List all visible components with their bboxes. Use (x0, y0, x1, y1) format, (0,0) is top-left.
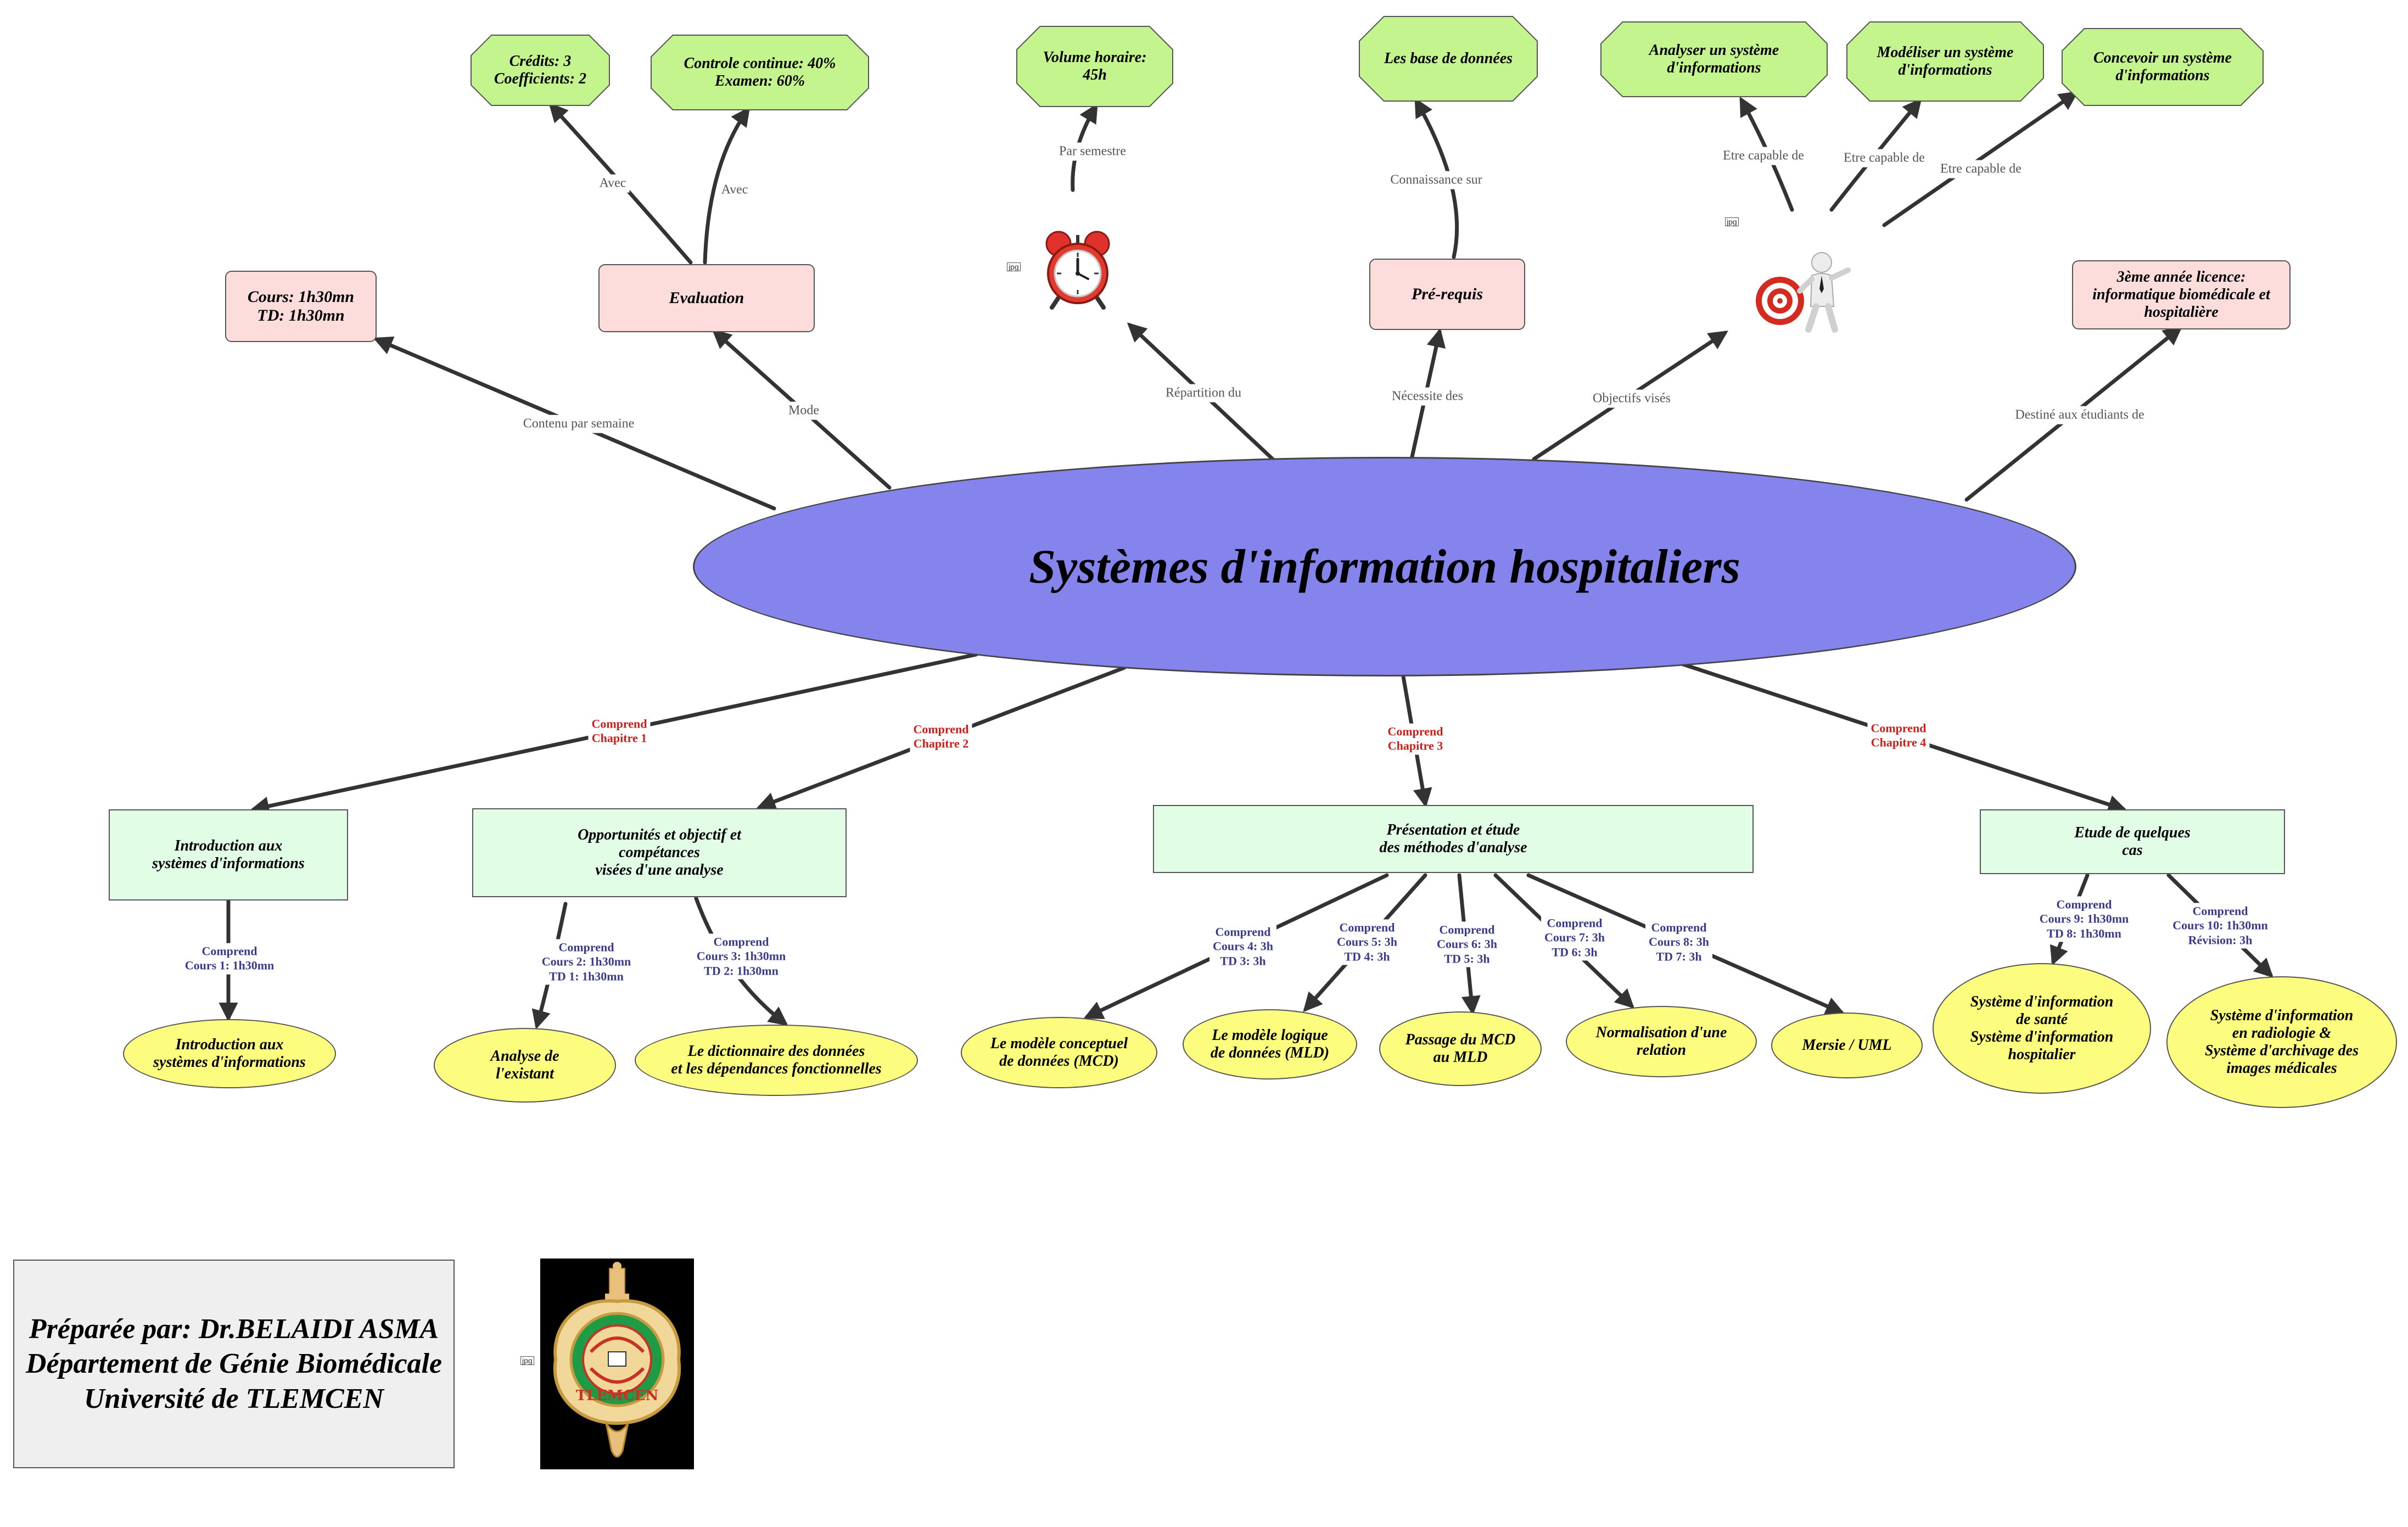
analyse-octagon[interactable]: Analyser un système d'informations (1649, 42, 1779, 76)
chapter-1-box[interactable]: Introduction aux systèmes d'informations (109, 809, 348, 900)
link-label-course-7: Comprend Cours 7: 3h TD 6: 3h (1541, 915, 1609, 961)
link-label-chapter-4: Comprend Chapitre 4 (1867, 720, 1930, 752)
weekly-content-box[interactable]: Cours: 1h30mn TD: 1h30mn (225, 271, 377, 342)
chapter-2-box[interactable]: Opportunités et objectif et compétances … (472, 808, 847, 897)
link-label-necessite: Nécessite des (1388, 387, 1466, 406)
university-seal-icon: TLEMCEN (540, 1258, 694, 1469)
link-label-course-5: Comprend Cours 5: 3h TD 4: 3h (1333, 919, 1401, 965)
course-7-ellipse[interactable]: Normalisation d'une relation (1566, 1006, 1757, 1077)
link-label-par-semestre: Par semestre (1056, 142, 1129, 161)
target-person-icon (1756, 252, 1851, 333)
link-label-capable-2: Etre capable de (1840, 149, 1928, 167)
audience-box[interactable]: 3ème année licence: informatique biomédi… (2072, 260, 2291, 329)
image-tag-clock: jpg (1007, 262, 1021, 271)
image-tag-logo: jpg (520, 1356, 534, 1365)
link-label-course-2: Comprend Cours 2: 1h30mn TD 1: 1h30mn (538, 939, 635, 985)
modelise-octagon[interactable]: Modéliser un système d'informations (1877, 44, 2014, 79)
volume-octagon-shape (1016, 26, 1173, 107)
link-label-course-10: Comprend Cours 10: 1h30mn Révision: 3h (2169, 903, 2271, 949)
modelise-octagon-shape (1846, 21, 2044, 102)
link-label-course-4: Comprend Cours 4: 3h TD 3: 3h (1209, 924, 1277, 970)
link-label-repartition: Répartition du (1162, 384, 1245, 402)
link-label-connaissance: Connaissance sur (1387, 171, 1486, 189)
edge-capable-3 (1882, 91, 2079, 227)
link-label-capable-1: Etre capable de (1720, 147, 1807, 165)
chapter-3-box[interactable]: Présentation et étude des méthodes d'ana… (1153, 805, 1754, 873)
course-5-ellipse[interactable]: Le modèle logique de données (MLD) (1183, 1009, 1357, 1079)
link-label-contenu: Contenu par semaine (519, 415, 638, 433)
concevoir-octagon-shape (2062, 28, 2264, 106)
course-1-ellipse[interactable]: Introduction aux systèmes d'informations (123, 1019, 336, 1088)
course-9-ellipse[interactable]: Système d'information de santé Système d… (1933, 963, 2151, 1094)
alarm-clock-icon (1045, 231, 1110, 310)
central-topic[interactable]: Systèmes d'information hospitaliers (693, 457, 2076, 676)
course-4-ellipse[interactable]: Le modèle conceptuel de données (MCD) (961, 1017, 1157, 1088)
link-label-avec-1: Avec (596, 174, 630, 193)
link-label-chapter-3: Comprend Chapitre 3 (1384, 723, 1447, 755)
credits-octagon-shape (471, 35, 610, 106)
course-6-ellipse[interactable]: Passage du MCD au MLD (1379, 1011, 1542, 1086)
concevoir-octagon[interactable]: Concevoir un système d'informations (2093, 49, 2232, 84)
link-label-course-6: Comprend Cours 6: 3h TD 5: 3h (1433, 921, 1501, 967)
databases-octagon[interactable]: Les base de données (1384, 50, 1513, 67)
link-label-course-3: Comprend Cours 3: 1h30mn TD 2: 1h30mn (693, 933, 789, 980)
edge-avec-2 (703, 107, 751, 265)
course-3-ellipse[interactable]: Le dictionnaire des données et les dépen… (635, 1025, 918, 1096)
author-footer: Préparée par: Dr.BELAIDI ASMA Départemen… (13, 1260, 455, 1468)
evaluation-weights-octagon-shape (651, 35, 869, 110)
databases-octagon-shape (1359, 16, 1538, 102)
analyse-octagon-shape (1600, 21, 1828, 97)
link-label-course-9: Comprend Cours 9: 1h30mn TD 8: 1h30mn (2036, 896, 2132, 942)
link-label-destine: Destiné aux étudiants de (2012, 406, 2148, 424)
link-label-course-8: Comprend Cours 8: 3h TD 7: 3h (1645, 919, 1713, 965)
course-10-ellipse[interactable]: Système d'information en radiologie & Sy… (2166, 976, 2397, 1108)
link-label-mode: Mode (785, 401, 822, 420)
course-2-ellipse[interactable]: Analyse de l'existant (434, 1028, 616, 1103)
image-tag-target: jpg (1725, 217, 1739, 226)
evaluation-weights-octagon[interactable]: Controle continue: 40% Examen: 60% (684, 55, 836, 90)
link-label-chapter-1: Comprend Chapitre 1 (588, 715, 651, 747)
link-label-capable-3: Etre capable de (1937, 160, 2025, 178)
course-8-ellipse[interactable]: Mersie / UML (1771, 1013, 1923, 1078)
link-label-avec-2: Avec (718, 181, 752, 199)
link-label-chapter-2: Comprend Chapitre 2 (910, 721, 972, 753)
seal-text: TLEMCEN (576, 1388, 659, 1404)
link-label-course-1: Comprend Cours 1: 1h30mn (181, 943, 278, 975)
credits-octagon[interactable]: Crédits: 3 Coefficients: 2 (494, 53, 587, 87)
volume-octagon[interactable]: Volume horaire: 45h (1043, 49, 1147, 83)
chapter-4-box[interactable]: Etude de quelques cas (1980, 809, 2285, 874)
evaluation-box[interactable]: Evaluation (598, 264, 815, 332)
link-label-objectifs: Objectifs visés (1589, 389, 1674, 408)
prerequisites-box[interactable]: Pré-requis (1369, 259, 1525, 330)
